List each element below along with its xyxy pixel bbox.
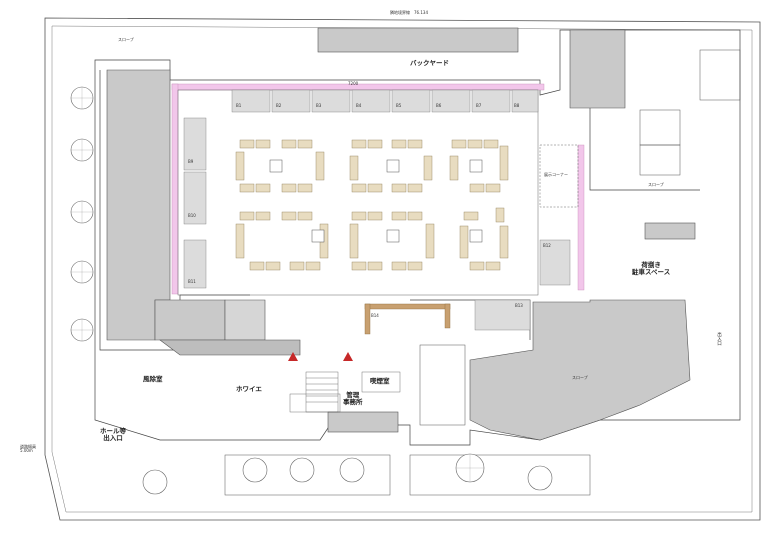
booth-label: B9: [188, 159, 194, 164]
slope-label-3: スロープ: [118, 37, 134, 42]
wall-booths: [183, 89, 571, 331]
booth-label: B3: [316, 103, 322, 108]
booth-label: B4: [356, 103, 362, 108]
smoking-room-label: 喫煙室: [370, 377, 390, 385]
slope-label-1: スロープ: [648, 182, 664, 187]
stairs: [289, 371, 401, 413]
windbreak-label: 風除室: [143, 375, 163, 383]
slope-label-2: スロープ: [572, 375, 588, 380]
columns: [269, 159, 483, 243]
booth-label: B1: [236, 103, 242, 108]
wood-counter: [364, 303, 451, 335]
booth-label: B6: [436, 103, 442, 108]
room-outlines: [224, 49, 741, 496]
island-booths: [235, 139, 509, 271]
booth-label: B7: [476, 103, 482, 108]
booth-label: B8: [514, 103, 520, 108]
right-entrance-label: 出入口: [716, 332, 722, 346]
backyard-label: バックヤード: [410, 59, 449, 67]
booth-label: B13: [515, 303, 523, 308]
booth-label: B10: [188, 213, 196, 218]
tree-texture: [71, 87, 484, 482]
booth-label: B11: [188, 279, 196, 284]
corner-label: 展示コーナー: [544, 172, 568, 177]
booth-label: B14: [371, 313, 379, 318]
road-width-label: 道路幅員 5.00m: [20, 444, 36, 453]
booth-label: B5: [396, 103, 402, 108]
site-boundary: [44, 17, 761, 521]
booth-label: B2: [276, 103, 282, 108]
foyer-label: ホワイエ: [236, 385, 262, 393]
booth-label: B12: [543, 243, 551, 248]
building-masses: [106, 27, 696, 441]
wall-dimension: 7200: [348, 81, 359, 86]
road-top-label: 隣地境界線 76.134: [390, 10, 428, 15]
management-office-label: 管理 事務所: [343, 391, 363, 406]
loading-space-label: 荷捌き 駐車スペース: [632, 261, 671, 276]
hall-entrance-label: ホール等 出入口: [100, 427, 126, 442]
entrance-markers: [288, 352, 353, 361]
